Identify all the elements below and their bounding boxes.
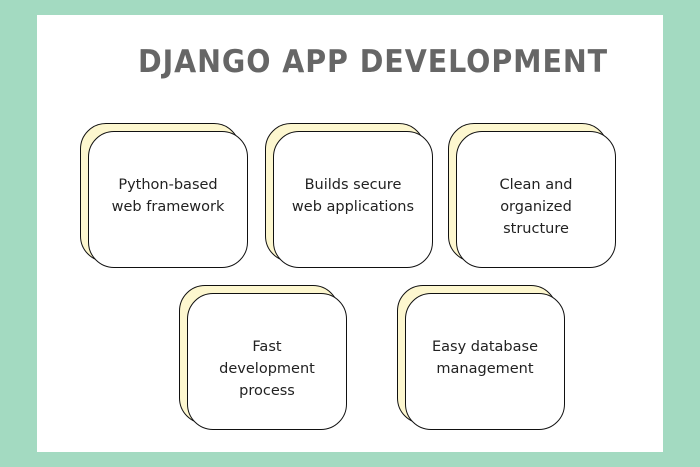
card-text-line: structure bbox=[503, 221, 569, 237]
card-face: Builds secure web applications bbox=[273, 131, 433, 268]
card-face: Easy database management bbox=[405, 293, 565, 430]
card-text-line: Clean and bbox=[499, 177, 573, 193]
card-text-line: web framework bbox=[111, 199, 225, 215]
card-text-line: management bbox=[436, 361, 534, 377]
card-text-line: Builds secure bbox=[304, 177, 402, 193]
card-text-line: web applications bbox=[291, 199, 415, 215]
card-face: Fast development process bbox=[187, 293, 347, 430]
card-text-line: Fast bbox=[252, 339, 282, 355]
card-face: Python-based web framework bbox=[88, 131, 248, 268]
page-title: DJANGO APP DEVELOPMENT bbox=[137, 44, 609, 80]
card-text-line: Easy database bbox=[431, 339, 539, 355]
card-text-line: Python-based bbox=[118, 177, 218, 193]
card-text-line: organized bbox=[500, 199, 572, 215]
card-face: Clean and organized structure bbox=[456, 131, 616, 268]
card-text-line: development bbox=[219, 361, 315, 377]
card-text-line: process bbox=[239, 383, 295, 399]
